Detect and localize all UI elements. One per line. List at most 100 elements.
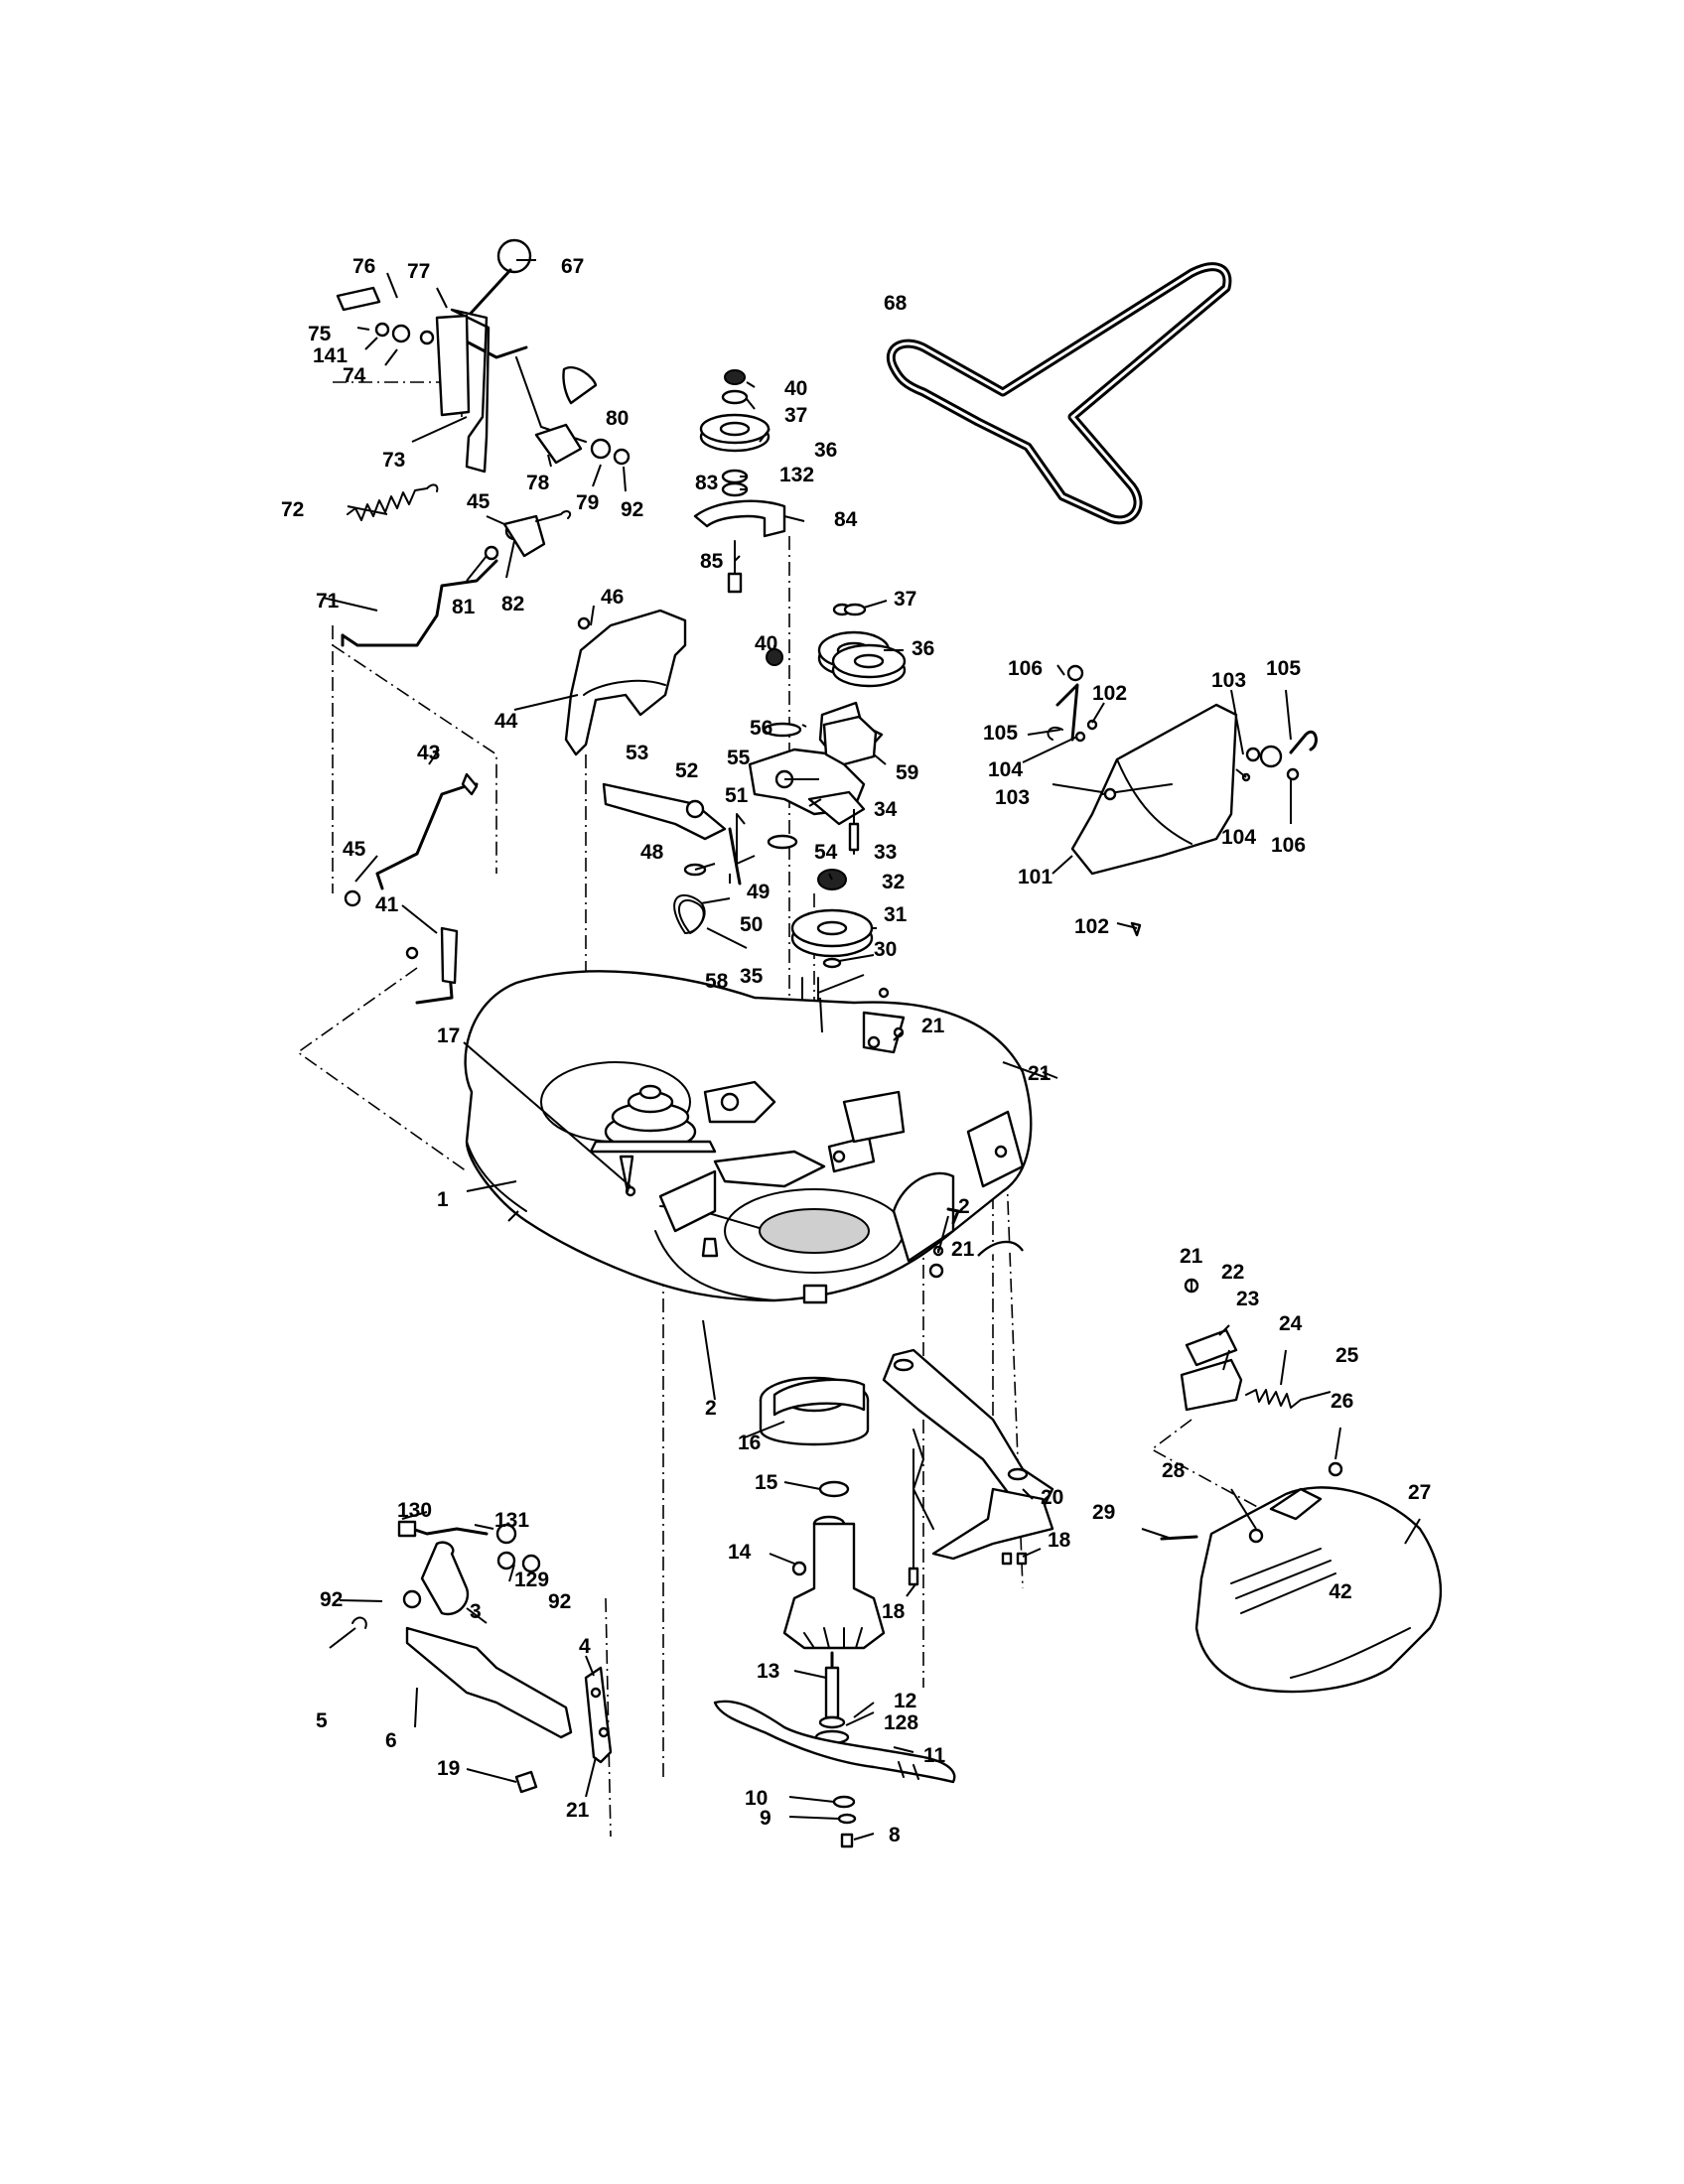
mower-deck-housing bbox=[464, 970, 1033, 1304]
callout-33: 33 bbox=[874, 841, 897, 864]
callout-78: 78 bbox=[526, 472, 550, 494]
lift-springs-and-rods bbox=[341, 483, 572, 1005]
callout-9: 9 bbox=[760, 1807, 772, 1830]
callout-105: 105 bbox=[1266, 657, 1301, 680]
callout-53: 53 bbox=[626, 742, 648, 764]
callout-6: 6 bbox=[385, 1729, 397, 1752]
callout-11: 11 bbox=[923, 1744, 946, 1767]
callout-25: 25 bbox=[1335, 1344, 1359, 1367]
callout-51: 51 bbox=[725, 784, 749, 807]
callout-36: 36 bbox=[912, 637, 934, 660]
callout-37: 37 bbox=[894, 588, 916, 611]
callout-77: 77 bbox=[407, 260, 430, 283]
callout-104: 104 bbox=[988, 758, 1023, 781]
callout-129: 129 bbox=[514, 1569, 549, 1591]
callout-35: 35 bbox=[740, 965, 764, 988]
callout-26: 26 bbox=[1331, 1390, 1353, 1413]
callout-37: 37 bbox=[784, 404, 807, 427]
callout-2: 2 bbox=[705, 1397, 717, 1420]
callout-73: 73 bbox=[382, 449, 405, 472]
callout-21: 21 bbox=[921, 1015, 945, 1037]
callout-27: 27 bbox=[1408, 1481, 1431, 1504]
idler-pulley-stack-top bbox=[693, 369, 786, 594]
callout-54: 54 bbox=[814, 841, 838, 864]
callout-75: 75 bbox=[308, 323, 332, 345]
callout-102: 102 bbox=[1074, 915, 1109, 938]
callout-45: 45 bbox=[343, 838, 366, 861]
discharge-chute bbox=[1047, 664, 1318, 937]
callout-72: 72 bbox=[281, 498, 304, 521]
front-hanger-brackets bbox=[351, 1520, 613, 1794]
callout-71: 71 bbox=[316, 590, 340, 613]
callout-106: 106 bbox=[1008, 657, 1043, 680]
callout-85: 85 bbox=[700, 550, 724, 573]
callout-2: 2 bbox=[958, 1195, 970, 1218]
callout-28: 28 bbox=[1162, 1459, 1186, 1482]
callout-14: 14 bbox=[728, 1541, 752, 1564]
callout-21: 21 bbox=[566, 1799, 590, 1822]
idler-pulley-stack-middle bbox=[831, 603, 907, 688]
callout-128: 128 bbox=[884, 1711, 918, 1734]
callout-130: 130 bbox=[397, 1499, 432, 1522]
callout-48: 48 bbox=[640, 841, 664, 864]
callout-49: 49 bbox=[747, 881, 770, 903]
callout-58: 58 bbox=[705, 970, 729, 993]
callout-21: 21 bbox=[1028, 1062, 1052, 1085]
callout-74: 74 bbox=[343, 364, 366, 387]
callout-103: 103 bbox=[1211, 669, 1246, 692]
callout-82: 82 bbox=[501, 593, 524, 615]
callout-leaders bbox=[322, 259, 1421, 1841]
deck-size-badge: 42 bbox=[1329, 1580, 1351, 1603]
callout-101: 101 bbox=[1018, 866, 1052, 888]
callout-68: 68 bbox=[884, 292, 908, 315]
callout-80: 80 bbox=[606, 407, 629, 430]
callout-1: 1 bbox=[437, 1188, 449, 1211]
callout-131: 131 bbox=[494, 1509, 529, 1532]
callout-5: 5 bbox=[316, 1709, 328, 1732]
callout-20: 20 bbox=[1041, 1486, 1063, 1509]
callout-40: 40 bbox=[784, 377, 807, 400]
callout-79: 79 bbox=[576, 491, 599, 514]
callout-4: 4 bbox=[579, 1635, 591, 1658]
callout-104: 104 bbox=[1221, 826, 1256, 849]
callout-92: 92 bbox=[548, 1590, 571, 1613]
callout-32: 32 bbox=[882, 871, 905, 893]
callout-84: 84 bbox=[834, 508, 858, 531]
drive-belt bbox=[886, 262, 1232, 525]
callout-55: 55 bbox=[727, 747, 751, 769]
callout-59: 59 bbox=[896, 761, 918, 784]
spindle-pulley-and-guide bbox=[772, 1348, 1054, 1586]
callout-76: 76 bbox=[352, 255, 375, 278]
callout-81: 81 bbox=[452, 596, 476, 618]
callout-29: 29 bbox=[1092, 1501, 1115, 1524]
callout-83: 83 bbox=[695, 472, 718, 494]
callout-132: 132 bbox=[779, 464, 814, 486]
callout-102: 102 bbox=[1092, 682, 1127, 705]
callout-8: 8 bbox=[889, 1824, 901, 1846]
callout-31: 31 bbox=[884, 903, 908, 926]
callout-50: 50 bbox=[740, 913, 763, 936]
callout-10: 10 bbox=[745, 1787, 768, 1810]
callout-21: 21 bbox=[1180, 1245, 1203, 1268]
callout-44: 44 bbox=[494, 710, 518, 733]
belt-guard bbox=[564, 609, 687, 756]
callout-23: 23 bbox=[1236, 1288, 1259, 1310]
callout-46: 46 bbox=[601, 586, 624, 609]
callout-92: 92 bbox=[320, 1588, 343, 1611]
lift-lever-assembly bbox=[336, 238, 631, 474]
callout-22: 22 bbox=[1221, 1261, 1244, 1284]
belt-keeper bbox=[822, 715, 878, 766]
callout-56: 56 bbox=[750, 717, 772, 740]
callout-36: 36 bbox=[814, 439, 837, 462]
rear-deck-hitch-and-cover: 42 bbox=[1160, 1278, 1443, 1694]
callout-30: 30 bbox=[874, 938, 897, 961]
callout-17: 17 bbox=[437, 1024, 460, 1047]
callout-105: 105 bbox=[983, 722, 1018, 745]
callout-3: 3 bbox=[470, 1600, 482, 1623]
callout-34: 34 bbox=[874, 798, 898, 821]
callout-12: 12 bbox=[894, 1690, 916, 1712]
callout-16: 16 bbox=[738, 1432, 761, 1454]
callout-141: 141 bbox=[313, 344, 348, 367]
callout-52: 52 bbox=[675, 759, 698, 782]
callout-21: 21 bbox=[951, 1238, 975, 1261]
